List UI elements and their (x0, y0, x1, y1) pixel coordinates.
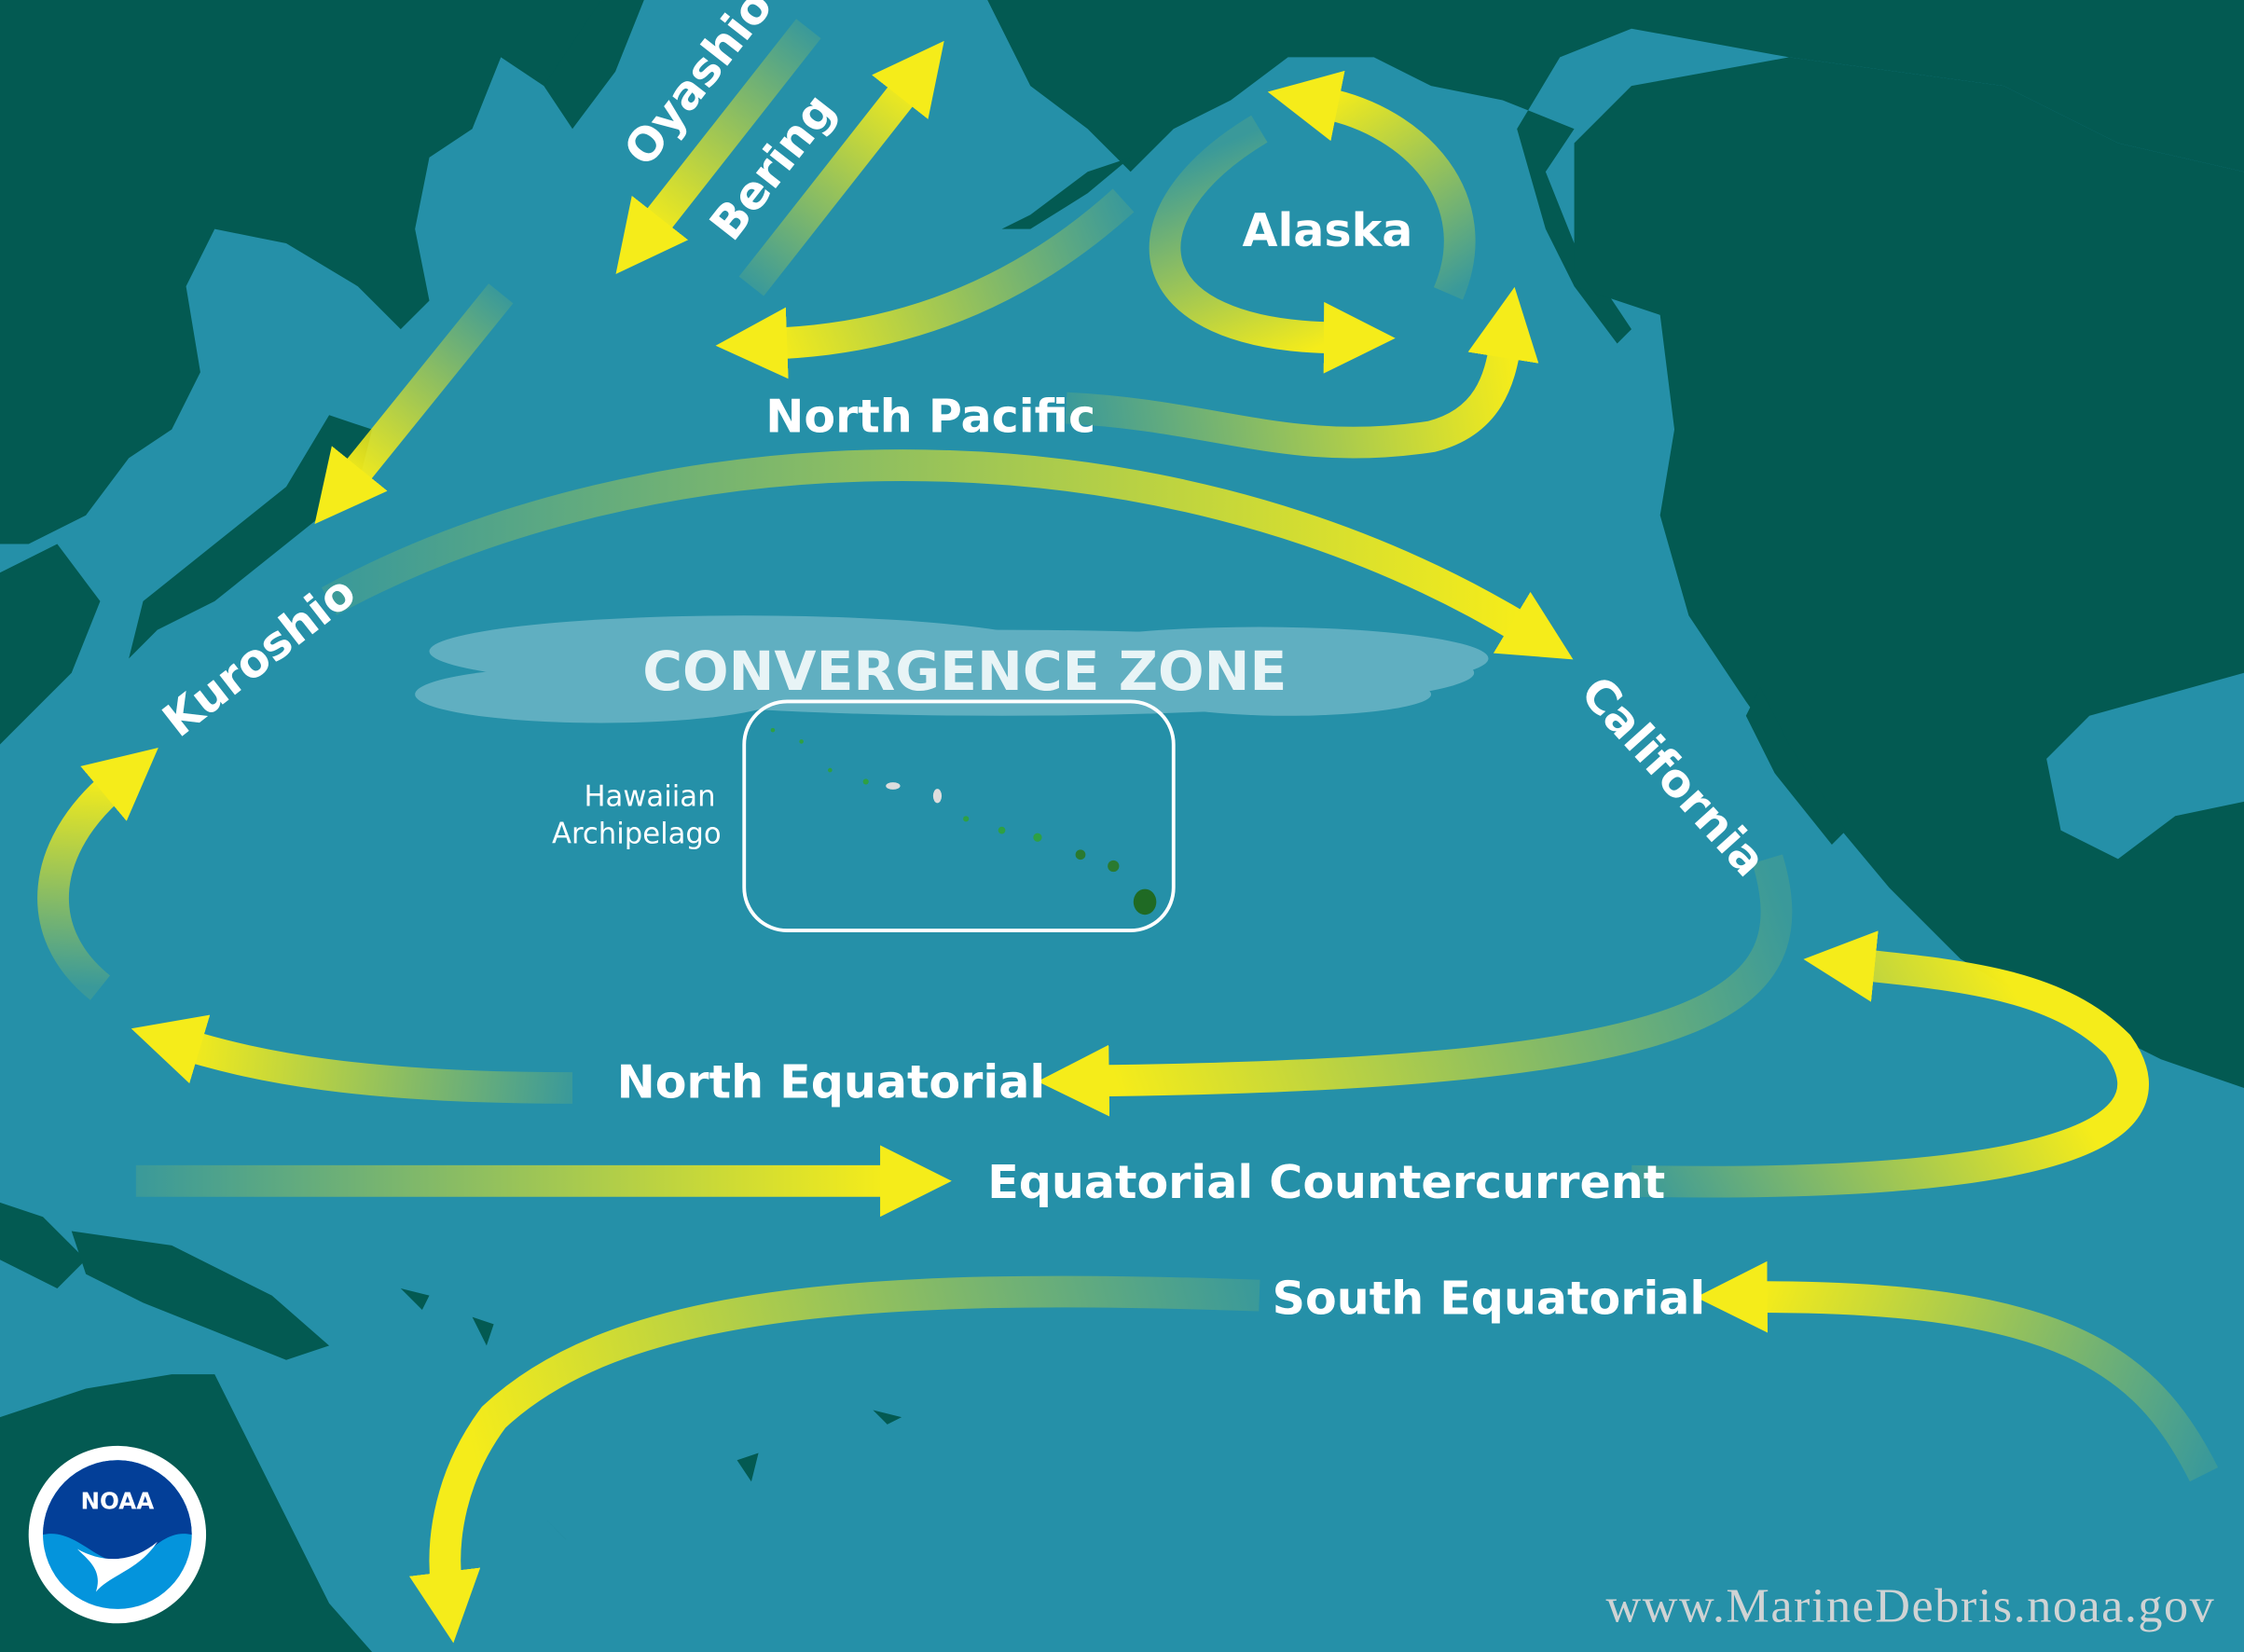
noaa-logo-text: NOAA (81, 1487, 155, 1514)
south-equatorial-label: South Equatorial (1273, 1272, 1706, 1326)
countercurrent-loop-arrow (1631, 930, 2149, 1198)
hawaiian-archipelago-box (742, 699, 1176, 933)
ocean-currents (37, 19, 2219, 1644)
alaska-label: Alaska (1242, 203, 1412, 257)
north-pacific-arc-arrow (321, 449, 1574, 660)
website-url: www.MarineDebris.noaa.gov (1606, 1579, 2216, 1633)
aleutian-islands (1001, 157, 1131, 229)
convergence-zone-label: CONVERGENCE ZONE (642, 640, 1287, 703)
north-pacific-east-arrow (1065, 286, 1539, 459)
subarctic-west-arrow (715, 188, 1135, 379)
north-equatorial-label: North Equatorial (617, 1055, 1046, 1109)
north-pacific-label: North Pacific (765, 390, 1095, 444)
oyashio-current-arrow (615, 19, 821, 274)
japan (129, 415, 373, 659)
south-equatorial-west-arrow (409, 1275, 1260, 1644)
asia-landmass (0, 0, 601, 544)
alaska-landmass (987, 0, 2244, 344)
equatorial-countercurrent-label: Equatorial Countercurrent (987, 1155, 1665, 1209)
philippines (0, 1202, 87, 1288)
noaa-logo: NOAA (28, 1445, 207, 1624)
hawaiian-label-line1: Hawaiian (584, 780, 715, 813)
kamchatka (544, 0, 644, 130)
hawaiian-islands (770, 727, 1157, 915)
convergence-zone-haze (415, 615, 1489, 723)
bering-current-arrow (738, 40, 944, 296)
alaska-lower-arrow (1149, 115, 1396, 374)
kuroshio-return-arrow (37, 747, 158, 1000)
kuroshio-north-arrow (314, 283, 514, 525)
new-guinea (71, 1231, 330, 1360)
north-equatorial-west-arrow (131, 1014, 573, 1104)
california-current-arrow (1037, 854, 1793, 1117)
south-equatorial-east-arrow (1696, 1260, 2219, 1482)
hawaiian-label-line2: Archipelago (552, 818, 722, 850)
baja-california (1745, 687, 1847, 845)
north-america (1574, 57, 2244, 1089)
alaska-upper-arrow (1267, 70, 1476, 300)
korea-china-coast (0, 544, 101, 745)
